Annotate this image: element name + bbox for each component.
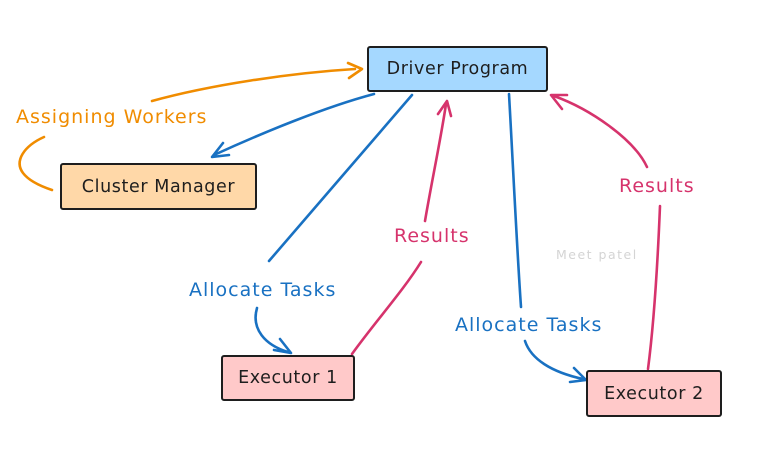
label-allocate-tasks-2[interactable]: Allocate Tasks: [455, 314, 603, 336]
node-cluster-manager-label: Cluster Manager: [81, 176, 236, 197]
node-cluster-manager[interactable]: Cluster Manager: [60, 163, 257, 210]
label-results-2[interactable]: Results: [619, 175, 695, 197]
arrow-results-executor2-to-driver[interactable]: [549, 93, 662, 371]
label-assigning-workers[interactable]: Assigning Workers: [16, 106, 208, 128]
arrow-driver-to-cluster-manager[interactable]: [210, 92, 376, 159]
node-executor-1-label: Executor 1: [238, 368, 338, 388]
node-driver-program[interactable]: Driver Program: [367, 46, 548, 92]
assigning-workers-squiggle[interactable]: [18, 135, 54, 192]
arrow-results-executor1-to-driver[interactable]: [350, 99, 453, 356]
node-executor-2-label: Executor 2: [604, 383, 704, 404]
node-driver-program-label: Driver Program: [386, 59, 529, 79]
node-executor-1[interactable]: Executor 1: [221, 355, 355, 401]
label-allocate-tasks-1[interactable]: Allocate Tasks: [189, 279, 337, 301]
arrow-allocate-tasks-executor2[interactable]: [507, 92, 588, 384]
watermark-text: Meet patel: [556, 247, 638, 262]
arrow-allocate-tasks-executor1[interactable]: [254, 93, 414, 355]
node-executor-2[interactable]: Executor 2: [586, 370, 722, 417]
label-results-1[interactable]: Results: [394, 225, 470, 247]
arrow-assigning-workers-to-driver[interactable]: [150, 61, 364, 103]
